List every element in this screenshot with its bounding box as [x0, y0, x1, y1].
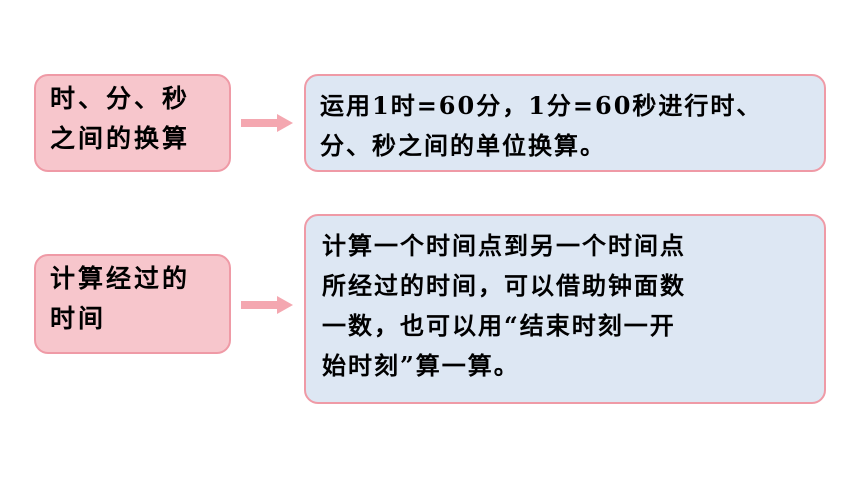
explanation-box-elapsed-time: 计算一个时间点到另一个时间点 所经过的时间，可以借助钟面数 一数，也可以用“结束… [304, 214, 826, 404]
topic-line: 时、分、秒 [50, 84, 191, 113]
explanation-line: 运用1时=60分，1分=60秒进行时、 [320, 91, 763, 120]
topic-line: 之间的换算 [50, 124, 191, 153]
topic-box-elapsed-time: 计算经过的 时间 [34, 254, 231, 354]
explanation-line: 一数，也可以用“结束时刻一开 [322, 311, 676, 340]
arrow-right-icon [241, 114, 293, 132]
explanation-line: 始时刻”算一算。 [322, 351, 520, 380]
topic-box-conversion: 时、分、秒 之间的换算 [34, 74, 231, 172]
explanation-line: 分、秒之间的单位换算。 [320, 131, 606, 160]
explanation-box-conversion: 运用1时=60分，1分=60秒进行时、 分、秒之间的单位换算。 [304, 74, 826, 172]
explanation-line: 所经过的时间，可以借助钟面数 [322, 271, 686, 300]
explanation-line: 计算一个时间点到另一个时间点 [322, 231, 686, 260]
topic-line: 时间 [50, 304, 107, 333]
arrow-right-icon [241, 296, 293, 314]
topic-line: 计算经过的 [50, 264, 191, 293]
